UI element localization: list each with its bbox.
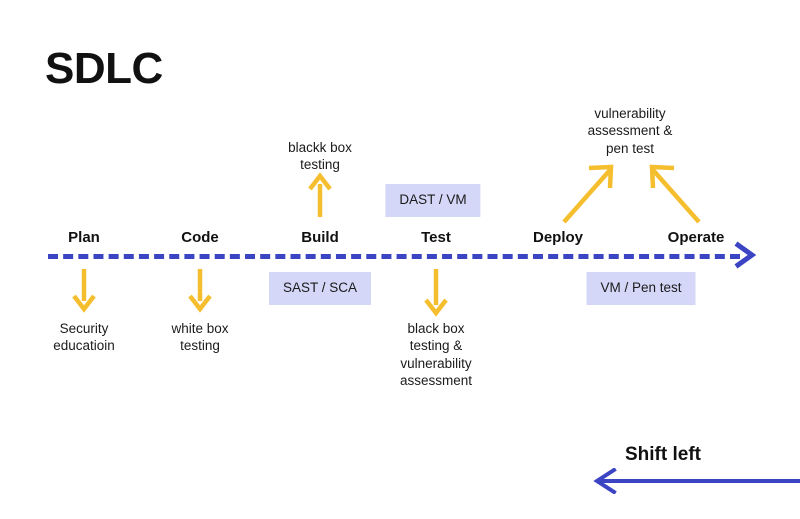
annotation-test: black box testing & vulnerability assess… [400, 320, 472, 389]
annotation-line: assessment & [587, 123, 673, 139]
arrow-down-icon [424, 269, 448, 317]
annotation-line: testing [300, 157, 340, 173]
annotation-line: testing [180, 338, 220, 354]
arrow-down-icon [188, 269, 212, 313]
stage-label-build: Build [301, 229, 339, 246]
annotation-line: educatioin [53, 338, 115, 354]
annotation-line: vulnerability [594, 106, 666, 121]
annotation-line: white box [171, 321, 229, 336]
annotation-line: pen test [605, 140, 655, 156]
arrow-down-icon [72, 269, 96, 313]
annotation-code: white box testing [171, 320, 228, 355]
page-title: SDLC [45, 44, 163, 93]
arrow-left-icon [593, 468, 800, 494]
annotation-line: testing & [409, 338, 463, 354]
stage-label-operate: Operate [667, 229, 725, 246]
badge-dast-vm: DAST / VM [385, 184, 481, 217]
arrow-up-left-icon [649, 164, 701, 224]
annotation-line: blackk box [288, 140, 352, 155]
badge-sast-sca: SAST / SCA [268, 272, 372, 305]
timeline-axis [48, 254, 740, 259]
annotation-build: blackk box testing [288, 139, 352, 174]
arrow-right-icon [734, 241, 757, 269]
stage-label-test: Test [421, 229, 451, 246]
annotation-line: Security [59, 321, 109, 336]
badge-vm-pen-test: VM / Pen test [586, 272, 696, 305]
stage-label-plan: Plan [68, 229, 100, 246]
stage-label-deploy: Deploy [532, 229, 584, 246]
annotation-operate: vulnerability assessment & pen test [588, 105, 673, 157]
annotation-line: vulnerability [400, 355, 472, 371]
arrow-up-right-icon [562, 164, 614, 224]
annotation-line: black box [407, 321, 465, 336]
annotation-line: assessment [399, 372, 473, 388]
shift-left-label: Shift left [625, 444, 701, 465]
stage-label-code: Code [181, 229, 219, 246]
arrow-up-icon [308, 172, 332, 217]
annotation-plan: Security educatioin [53, 320, 115, 355]
